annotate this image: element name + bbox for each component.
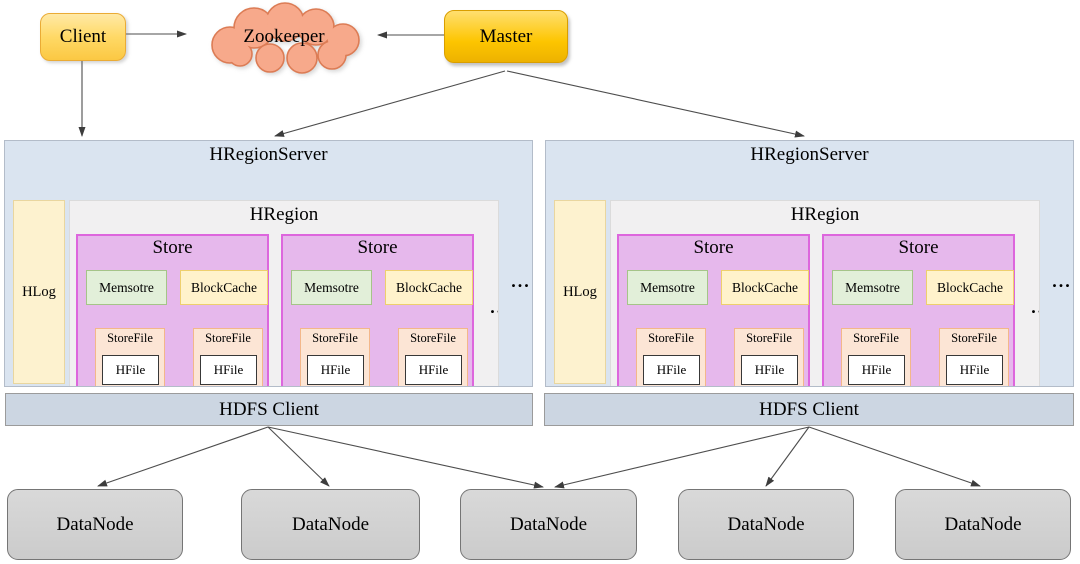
store-title: Store	[898, 237, 939, 258]
datanode-3: DataNode	[460, 489, 637, 560]
storefile-box: StoreFile HFile	[300, 328, 370, 386]
hdfs-client-2: HDFS Client	[544, 393, 1074, 426]
storefile-label: StoreFile	[410, 331, 456, 345]
store-title: Store	[152, 237, 193, 258]
storefile-box: StoreFile HFile	[841, 328, 911, 386]
storefile-label: StoreFile	[746, 331, 792, 345]
arrow-hdfs2-datanode5	[808, 426, 981, 487]
hregion-box: HRegion Store Memsotre BlockCache StoreF…	[69, 200, 499, 386]
store-title: Store	[357, 237, 398, 258]
memstore-box: Memsotre	[627, 270, 708, 305]
more-regions-ellipsis: ...	[1052, 271, 1072, 291]
datanode-5: DataNode	[895, 489, 1071, 560]
arrow-hdfs2-datanode4	[765, 426, 810, 487]
more-stores-ellipsis: ...	[490, 297, 498, 317]
hregion-box: HRegion Store Memsotre BlockCache StoreF…	[610, 200, 1040, 386]
blockcache-box: BlockCache	[385, 270, 473, 305]
hlog-label: HLog	[563, 283, 597, 300]
arrow-hdfs1-datanode2	[267, 426, 330, 487]
hfile-box: HFile	[848, 355, 905, 385]
store-box: Store Memsotre BlockCache StoreFile HFil…	[76, 234, 269, 386]
hdfs-client-1: HDFS Client	[5, 393, 533, 426]
client-node: Client	[40, 13, 126, 61]
memstore-box: Memsotre	[291, 270, 372, 305]
zookeeper-label: Zookeeper	[243, 26, 325, 47]
arrow-hdfs2-datanode3	[554, 426, 810, 489]
hlog-box: HLog	[13, 200, 65, 384]
arrow-master-regionserver2	[506, 70, 805, 138]
storefile-box: StoreFile HFile	[734, 328, 804, 386]
hlog-box: HLog	[554, 200, 606, 384]
datanode-4: DataNode	[678, 489, 854, 560]
blockcache-box: BlockCache	[926, 270, 1014, 305]
more-regions-ellipsis: ...	[511, 271, 531, 291]
storefile-label: StoreFile	[205, 331, 251, 345]
store-box: Store Memsotre BlockCache StoreFile HFil…	[281, 234, 474, 386]
storefile-box: StoreFile HFile	[95, 328, 165, 386]
master-node: Master	[444, 10, 568, 63]
hfile-box: HFile	[741, 355, 798, 385]
blockcache-box: BlockCache	[721, 270, 809, 305]
storefile-box: StoreFile HFile	[636, 328, 706, 386]
hregion-title: HRegion	[249, 204, 319, 225]
master-label: Master	[479, 25, 533, 47]
arrow-hdfs1-datanode1	[97, 426, 269, 487]
hregion-title: HRegion	[790, 204, 860, 225]
blockcache-box: BlockCache	[180, 270, 268, 305]
hregionserver-2: HRegionServer HLog HRegion Store Memsotr…	[545, 140, 1074, 387]
hfile-box: HFile	[102, 355, 159, 385]
client-label: Client	[59, 26, 107, 47]
arrow-hdfs1-datanode3	[267, 426, 544, 489]
storefile-label: StoreFile	[853, 331, 899, 345]
hfile-box: HFile	[946, 355, 1003, 385]
store-title: Store	[693, 237, 734, 258]
arrow-master-regionserver1	[274, 70, 506, 137]
memstore-box: Memsotre	[86, 270, 167, 305]
store-box: Store Memsotre BlockCache StoreFile HFil…	[822, 234, 1015, 386]
storefile-label: StoreFile	[312, 331, 358, 345]
hregionserver-title: HRegionServer	[750, 144, 869, 165]
hfile-box: HFile	[200, 355, 257, 385]
hfile-box: HFile	[307, 355, 364, 385]
storefile-box: StoreFile HFile	[398, 328, 468, 386]
more-stores-ellipsis: ...	[1031, 297, 1039, 317]
datanode-2: DataNode	[241, 489, 420, 560]
hlog-label: HLog	[22, 283, 56, 300]
hfile-box: HFile	[643, 355, 700, 385]
hregionserver-1: HRegionServer HLog HRegion Store Memsotr…	[4, 140, 533, 387]
storefile-label: StoreFile	[951, 331, 997, 345]
storefile-label: StoreFile	[107, 331, 153, 345]
memstore-box: Memsotre	[832, 270, 913, 305]
hfile-box: HFile	[405, 355, 462, 385]
storefile-box: StoreFile HFile	[939, 328, 1009, 386]
hregionserver-title: HRegionServer	[209, 144, 328, 165]
zookeeper-cloud: Zookeeper	[190, 0, 378, 78]
storefile-label: StoreFile	[648, 331, 694, 345]
datanode-1: DataNode	[7, 489, 183, 560]
store-box: Store Memsotre BlockCache StoreFile HFil…	[617, 234, 810, 386]
storefile-box: StoreFile HFile	[193, 328, 263, 386]
